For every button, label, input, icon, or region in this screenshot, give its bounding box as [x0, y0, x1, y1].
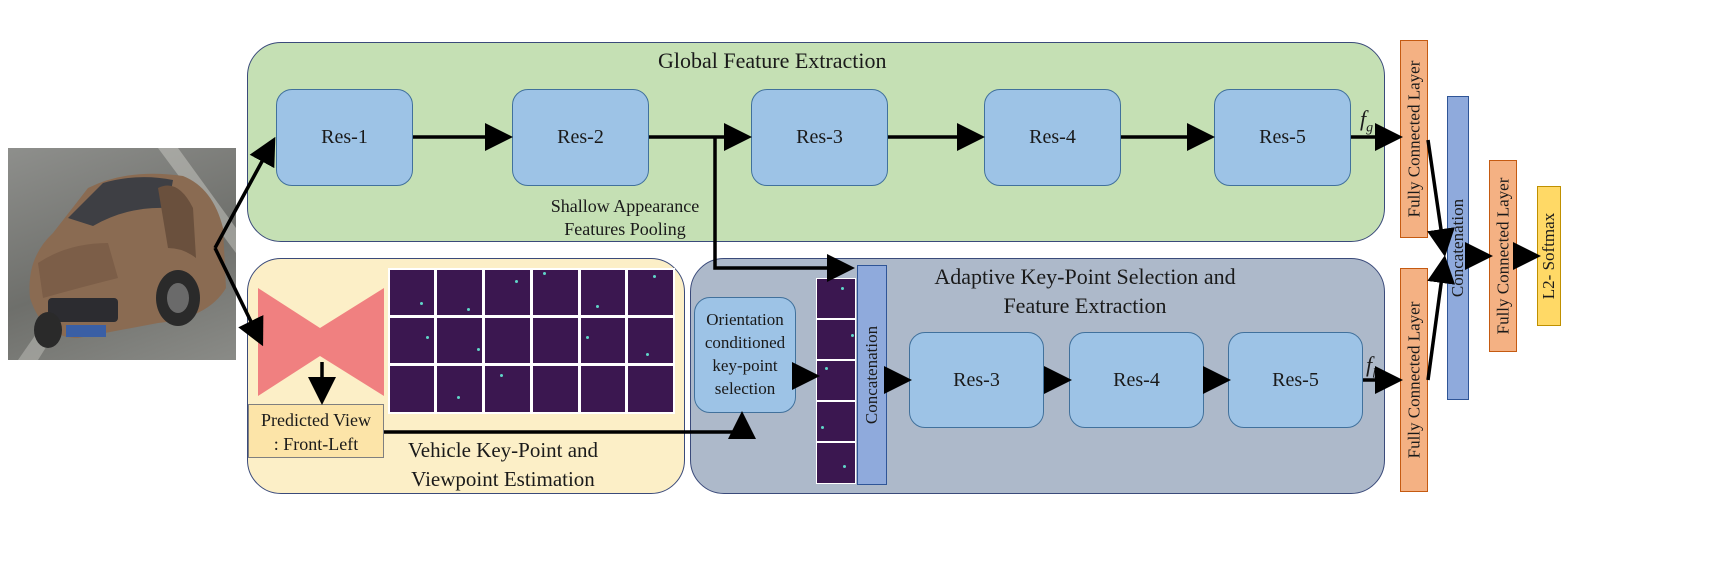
- keypoint-decoder-shape: [258, 288, 384, 396]
- global-feature-title: Global Feature Extraction: [658, 48, 887, 73]
- fc-layer-global: Fully Connected Layer: [1400, 40, 1428, 238]
- predicted-view-line2: : Front-Left: [273, 434, 359, 454]
- orientation-selection-box: Orientation conditioned key-point select…: [694, 297, 796, 413]
- predicted-view-box: Predicted View : Front-Left: [248, 404, 384, 458]
- adaptive-panel-title-line2: Feature Extraction: [1003, 293, 1167, 318]
- keypoint-panel-title-line1: Vehicle Key-Point and: [407, 438, 599, 462]
- orientation-line4: selection: [714, 379, 776, 398]
- fc-layer-final: Fully Connected Layer: [1489, 160, 1517, 352]
- adaptive-panel-title-line1: Adaptive Key-Point Selection and: [934, 264, 1236, 289]
- orientation-line1: Orientation: [706, 310, 784, 329]
- res-2-block: Res-2: [512, 89, 649, 186]
- pooling-label-line1: Shallow Appearance: [550, 196, 700, 216]
- res-1-block: Res-1: [276, 89, 413, 186]
- car-illustration: [18, 148, 236, 360]
- res-4-block: Res-4: [984, 89, 1121, 186]
- keypoint-panel-title: Vehicle Key-Point and Viewpoint Estimati…: [388, 436, 618, 494]
- pooling-label-line2: Features Pooling: [564, 219, 686, 239]
- orientation-line2: conditioned: [704, 333, 786, 352]
- keypoint-panel-title-line2: Viewpoint Estimation: [411, 467, 595, 491]
- res-3-block: Res-3: [751, 89, 888, 186]
- local-res-5-block: Res-5: [1228, 332, 1363, 428]
- local-concatenation-bar: Concatenation: [857, 265, 887, 485]
- keypoint-heatmaps: [388, 268, 675, 414]
- res-5-block: Res-5: [1214, 89, 1351, 186]
- selected-keypoint-heatmaps: [816, 278, 856, 484]
- orientation-line3: key-point: [712, 356, 778, 375]
- local-res-3-block: Res-3: [909, 332, 1044, 428]
- local-feature-symbol: fl: [1366, 352, 1377, 382]
- pooling-label: Shallow Appearance Features Pooling: [530, 195, 720, 241]
- predicted-view-line1: Predicted View: [260, 410, 372, 430]
- adaptive-panel-title: Adaptive Key-Point Selection and Feature…: [900, 262, 1270, 320]
- global-feature-symbol: fg: [1360, 106, 1374, 136]
- vehicle-image: [8, 148, 236, 360]
